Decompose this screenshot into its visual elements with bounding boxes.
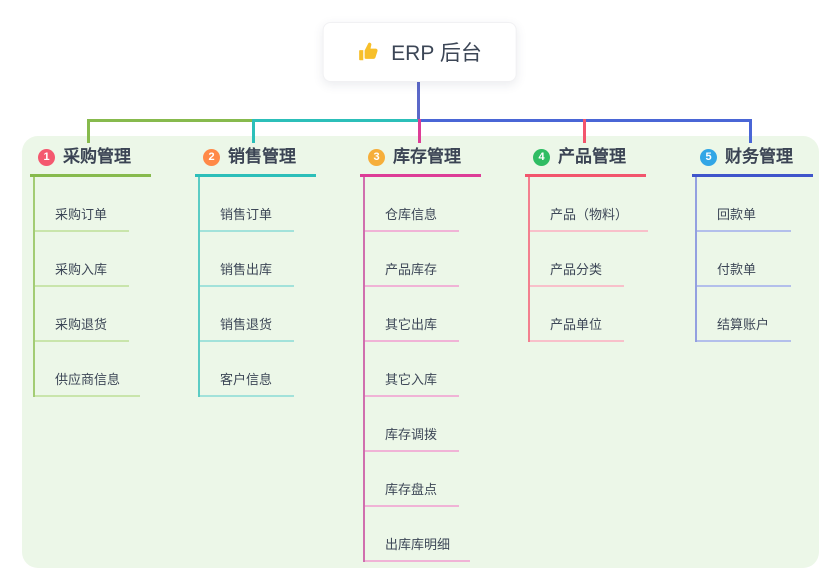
branch-1-spine xyxy=(33,177,35,397)
thumbs-up-icon xyxy=(357,41,379,63)
connector-root-drop xyxy=(417,82,420,121)
branch-5-badge: 5 xyxy=(700,148,717,166)
branch-1-child-4[interactable]: 供应商信息 xyxy=(33,342,141,397)
branch-4-spine xyxy=(528,177,530,342)
connector-branch-5-drop xyxy=(749,119,752,143)
branch-5-header[interactable]: 5 财务管理 xyxy=(692,146,813,177)
branch-5: 5 财务管理回款单付款单结算账户 xyxy=(692,146,813,342)
branch-3-header[interactable]: 3 库存管理 xyxy=(360,146,481,177)
connector-branch-1-drop xyxy=(87,119,90,143)
branch-2-child-1[interactable]: 销售订单 xyxy=(198,177,294,232)
branch-3-title: 库存管理 xyxy=(393,147,461,166)
connector-bus-segment-green xyxy=(87,119,254,122)
branch-2-title: 销售管理 xyxy=(228,147,296,166)
root-node-label: ERP 后台 xyxy=(391,42,482,65)
branch-2: 2 销售管理销售订单销售出库销售退货客户信息 xyxy=(195,146,316,397)
branch-2-child-4[interactable]: 客户信息 xyxy=(198,342,294,397)
branch-5-children: 回款单付款单结算账户 xyxy=(695,177,813,342)
branch-4-child-2[interactable]: 产品分类 xyxy=(528,232,624,287)
connector-branch-4-drop xyxy=(583,119,586,143)
branch-3-child-3[interactable]: 其它出库 xyxy=(363,287,459,342)
branch-3-child-2[interactable]: 产品库存 xyxy=(363,232,459,287)
branch-4-children: 产品（物料）产品分类产品单位 xyxy=(528,177,649,342)
branch-4: 4 产品管理产品（物料）产品分类产品单位 xyxy=(525,146,649,342)
branch-3-child-1[interactable]: 仓库信息 xyxy=(363,177,459,232)
branch-3-spine xyxy=(363,177,365,562)
branch-4-header[interactable]: 4 产品管理 xyxy=(525,146,646,177)
branch-2-spine xyxy=(198,177,200,397)
branch-4-child-3[interactable]: 产品单位 xyxy=(528,287,624,342)
branch-5-child-3[interactable]: 结算账户 xyxy=(695,287,791,342)
branch-2-children: 销售订单销售出库销售退货客户信息 xyxy=(198,177,316,397)
branch-5-child-1[interactable]: 回款单 xyxy=(695,177,791,232)
branches-background-panel xyxy=(22,136,819,568)
branch-3-child-4[interactable]: 其它入库 xyxy=(363,342,459,397)
branch-3-child-6[interactable]: 库存盘点 xyxy=(363,452,459,507)
branch-3: 3 库存管理仓库信息产品库存其它出库其它入库库存调拨库存盘点出库库明细 xyxy=(360,146,481,562)
branch-2-badge: 2 xyxy=(203,148,220,166)
root-node-erp[interactable]: ERP 后台 xyxy=(322,22,517,82)
branch-3-child-7[interactable]: 出库库明细 xyxy=(363,507,471,562)
branch-1-title: 采购管理 xyxy=(63,147,131,166)
branch-1-header[interactable]: 1 采购管理 xyxy=(30,146,151,177)
branch-2-header[interactable]: 2 销售管理 xyxy=(195,146,316,177)
connector-branch-3-drop xyxy=(418,119,421,143)
branch-2-child-2[interactable]: 销售出库 xyxy=(198,232,294,287)
branch-1-child-1[interactable]: 采购订单 xyxy=(33,177,129,232)
branch-4-title: 产品管理 xyxy=(558,147,626,166)
branch-3-child-5[interactable]: 库存调拨 xyxy=(363,397,459,452)
branch-3-badge: 3 xyxy=(368,148,385,166)
connector-branch-2-drop xyxy=(252,119,255,143)
branch-1-child-2[interactable]: 采购入库 xyxy=(33,232,129,287)
branch-5-title: 财务管理 xyxy=(725,147,793,166)
branch-4-badge: 4 xyxy=(533,148,550,166)
branch-3-children: 仓库信息产品库存其它出库其它入库库存调拨库存盘点出库库明细 xyxy=(363,177,481,562)
branch-4-child-1[interactable]: 产品（物料） xyxy=(528,177,649,232)
branch-1: 1 采购管理采购订单采购入库采购退货供应商信息 xyxy=(30,146,151,397)
branch-5-spine xyxy=(695,177,697,342)
connector-bus-segment-teal xyxy=(252,119,420,122)
branch-5-child-2[interactable]: 付款单 xyxy=(695,232,791,287)
branch-2-child-3[interactable]: 销售退货 xyxy=(198,287,294,342)
branch-1-badge: 1 xyxy=(38,148,55,166)
branch-1-child-3[interactable]: 采购退货 xyxy=(33,287,129,342)
branch-1-children: 采购订单采购入库采购退货供应商信息 xyxy=(33,177,151,397)
